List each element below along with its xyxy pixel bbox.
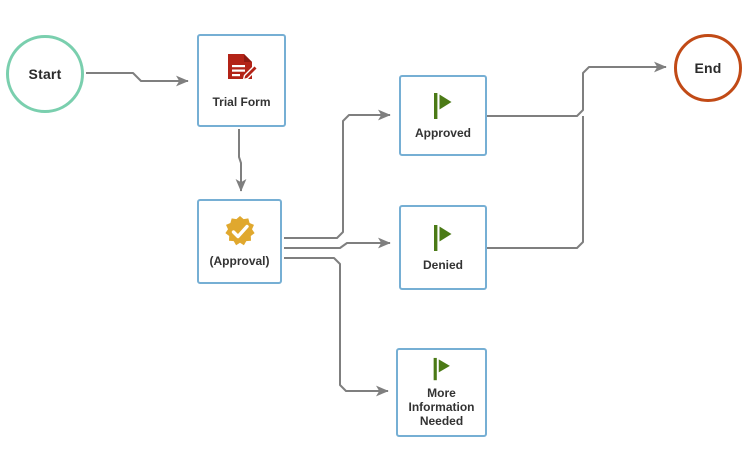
node-start-label: Start [28, 66, 62, 82]
green-flag-icon [429, 357, 455, 383]
edge-approved-to-end [487, 61, 667, 117]
edge-denied-to-end [487, 116, 584, 249]
node-approved[interactable]: Approved [399, 75, 487, 156]
node-trial-form-label: Trial Form [212, 95, 271, 109]
node-approval-label: (Approval) [209, 254, 270, 268]
edge-approval-to-approved [284, 109, 391, 239]
edge-approval-to-denied [284, 237, 391, 249]
edge-trial-form-to-approval [235, 129, 247, 192]
node-denied[interactable]: Denied [399, 205, 487, 290]
document-edit-icon [225, 52, 259, 88]
node-end-label: End [694, 60, 722, 76]
node-approval[interactable]: (Approval) [197, 199, 282, 284]
approval-badge-check-icon [223, 215, 257, 249]
node-end[interactable]: End [674, 34, 742, 102]
edge-start-to-trial-form [86, 72, 189, 87]
green-flag-icon [429, 223, 457, 253]
node-denied-label: Denied [422, 258, 463, 272]
node-more-information-needed-label: More Information Needed [408, 386, 475, 428]
edge-approval-to-more-info [284, 257, 389, 397]
green-flag-icon [429, 91, 457, 121]
node-start[interactable]: Start [6, 35, 84, 113]
node-more-information-needed[interactable]: More Information Needed [396, 348, 487, 437]
node-trial-form[interactable]: Trial Form [197, 34, 286, 127]
node-approved-label: Approved [414, 126, 471, 140]
